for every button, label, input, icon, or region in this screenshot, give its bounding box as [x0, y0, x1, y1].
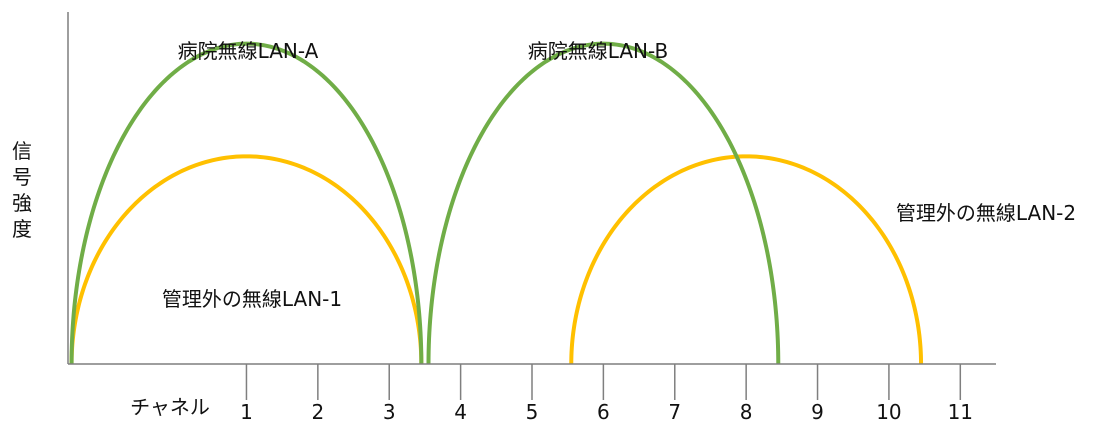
x-tick-label: 9	[811, 400, 824, 424]
x-tick-label: 2	[311, 400, 324, 424]
x-tick-label: 1	[240, 400, 253, 424]
x-axis-title: チャネル	[130, 395, 210, 419]
x-tick-label: 6	[597, 400, 610, 424]
series-label-3: 管理外の無線LAN-1	[162, 287, 342, 311]
series-curve-1	[69, 41, 424, 365]
ticks-layer: 1 2 3 4 5 6 7 8 9 10 11	[240, 364, 973, 424]
series-label-2: 病院無線LAN-B	[528, 39, 668, 63]
series-label-4: 管理外の無線LAN-2	[896, 201, 1076, 225]
series-curve-3	[69, 154, 424, 365]
x-tick-label: 3	[383, 400, 396, 424]
x-tick-label: 11	[948, 400, 973, 424]
y-axis-title: 信号強度	[12, 139, 32, 241]
axes-layer	[67, 12, 996, 365]
x-tick-label: 4	[454, 400, 467, 424]
series-label-1: 病院無線LAN-A	[178, 39, 319, 63]
x-tick-label: 7	[668, 400, 681, 424]
x-tick-label: 5	[526, 400, 539, 424]
series-curve-2	[426, 41, 781, 365]
x-tick-label: 10	[876, 400, 901, 424]
x-tick-label: 8	[740, 400, 753, 424]
curves-layer	[69, 41, 924, 365]
labels-layer: 病院無線LAN-A 病院無線LAN-B 管理外の無線LAN-1 管理外の無線LAN-2	[162, 39, 1076, 311]
series-curve-4	[569, 154, 924, 365]
